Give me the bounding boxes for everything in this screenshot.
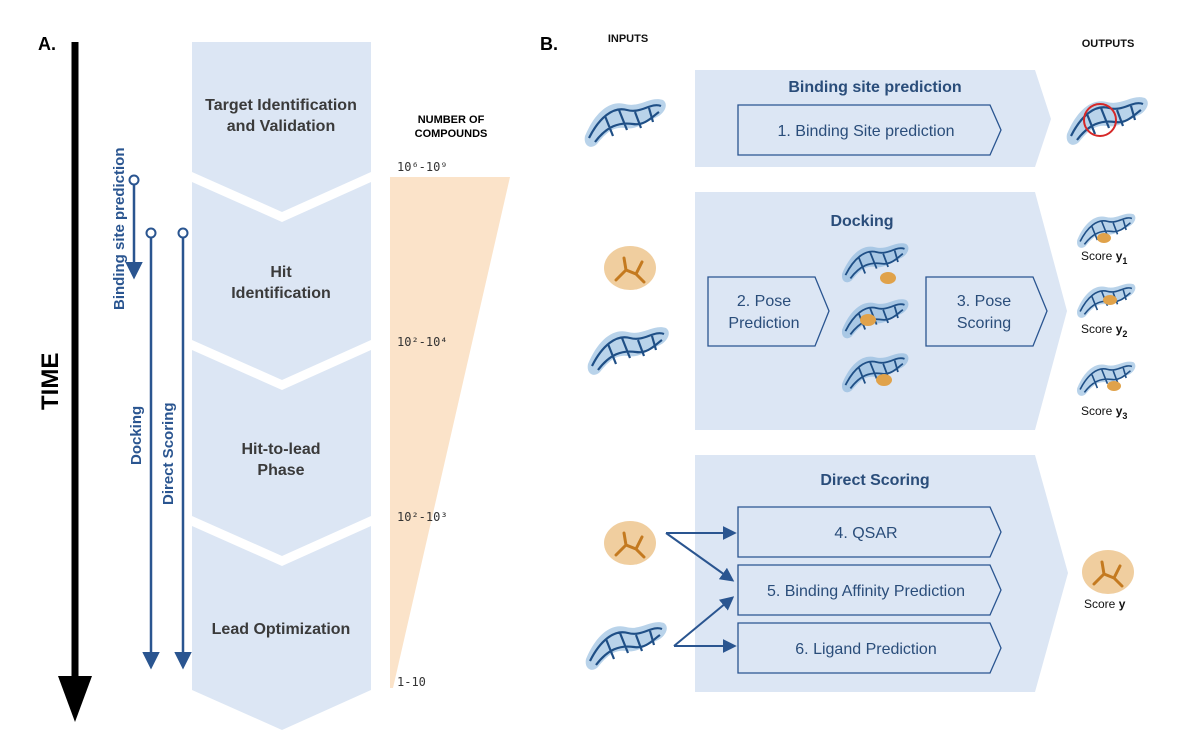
- stage-label-hit-2: Identification: [231, 285, 331, 302]
- pose-3-ligand-icon: [876, 374, 892, 386]
- direct-scoring-block: [695, 455, 1068, 692]
- direct-scoring-method-label: Direct Scoring: [160, 402, 177, 505]
- docking-title: Docking: [830, 213, 893, 230]
- score-2-ligand-icon: [1103, 295, 1117, 305]
- compound-count-2: 10²-10⁴: [397, 335, 448, 349]
- pose-1-ligand-icon: [880, 272, 896, 284]
- qsar-step-label: 4. QSAR: [834, 525, 897, 542]
- direct-scoring-title: Direct Scoring: [820, 472, 929, 489]
- pose-scoring-label-2: Scoring: [957, 315, 1011, 332]
- score-1-ligand-icon: [1097, 233, 1111, 243]
- inputs-label: INPUTS: [608, 33, 648, 45]
- docking-arrow-start: [145, 227, 157, 239]
- docking-input-ligand-icon: [602, 244, 658, 292]
- pose-scoring-label-1: 3. Pose: [957, 293, 1011, 310]
- direct-scoring-arrow-start: [177, 227, 189, 239]
- time-label: TIME: [37, 353, 64, 410]
- binding-site-block: [695, 70, 1051, 167]
- stage-label-h2l-1: Hit-to-lead: [241, 441, 320, 458]
- outputs-label: OUTPUTS: [1082, 38, 1135, 50]
- stage-label-target-1: Target Identification: [205, 97, 357, 114]
- binding-input-protein-icon: [583, 98, 667, 148]
- binding-site-step-box[interactable]: [737, 104, 1002, 156]
- score-y3: Score y3: [1081, 404, 1127, 421]
- ligand-step-label: 6. Ligand Prediction: [795, 641, 936, 658]
- affinity-step-label: 5. Binding Affinity Prediction: [767, 583, 965, 600]
- compound-count-3: 10²-10³: [397, 510, 448, 524]
- stage-label-lead: Lead Optimization: [212, 621, 351, 638]
- stage-hit-to-lead: [192, 350, 371, 556]
- stage-lead-optimization: [192, 526, 371, 730]
- qsar-step-box[interactable]: [737, 506, 1002, 558]
- panel-a-label: A.: [38, 34, 56, 54]
- pose-scoring-box[interactable]: [925, 276, 1048, 347]
- compound-count-4: 1-10: [397, 675, 426, 689]
- affinity-step-box[interactable]: [737, 564, 1002, 616]
- panel-b-label: B.: [540, 34, 558, 54]
- compound-funnel: [390, 177, 510, 688]
- direct-output-ligand-icon: [1080, 548, 1136, 596]
- binding-output-protein-icon: [1065, 96, 1149, 146]
- docking-input-protein-icon: [586, 326, 670, 376]
- compound-count-1: 10⁶-10⁹: [397, 160, 448, 174]
- direct-input-protein-icon: [584, 621, 668, 671]
- score-y1: Score y1: [1081, 249, 1127, 266]
- direct-input-ligand-icon: [602, 519, 658, 567]
- score-y2: Score y2: [1081, 322, 1127, 339]
- ligand-to-affinity-arrow: [665, 532, 735, 582]
- score-3-protein-icon: [1076, 360, 1137, 397]
- stage-target-identification: [192, 42, 371, 212]
- pose-prediction-box[interactable]: [707, 276, 830, 347]
- direct-score-y: Score y: [1084, 597, 1126, 611]
- binding-site-step-label: 1. Binding Site prediction: [778, 123, 955, 140]
- binding-site-marker-icon: [1083, 103, 1117, 137]
- docking-method-label: Docking: [128, 406, 145, 465]
- ligand-step-box[interactable]: [737, 622, 1002, 674]
- stage-label-h2l-2: Phase: [257, 462, 304, 479]
- binding-site-method-label: Binding site prediction: [111, 147, 128, 310]
- pose-prediction-label-2: Prediction: [728, 315, 799, 332]
- pose-prediction-label-1: 2. Pose: [737, 293, 791, 310]
- time-arrow-head: [58, 676, 92, 722]
- binding-site-arrow-start: [128, 174, 140, 186]
- stage-label-target-2: and Validation: [227, 118, 335, 135]
- pose-2-ligand-icon: [860, 314, 876, 326]
- compounds-header-2: COMPOUNDS: [415, 128, 488, 140]
- binding-site-title: Binding site prediction: [788, 79, 961, 96]
- compounds-header-1: NUMBER OF: [418, 114, 485, 126]
- stage-label-hit-1: Hit: [270, 264, 292, 281]
- score-3-ligand-icon: [1107, 381, 1121, 391]
- protein-to-affinity-arrow: [673, 596, 735, 647]
- stage-hit-identification: [192, 182, 371, 380]
